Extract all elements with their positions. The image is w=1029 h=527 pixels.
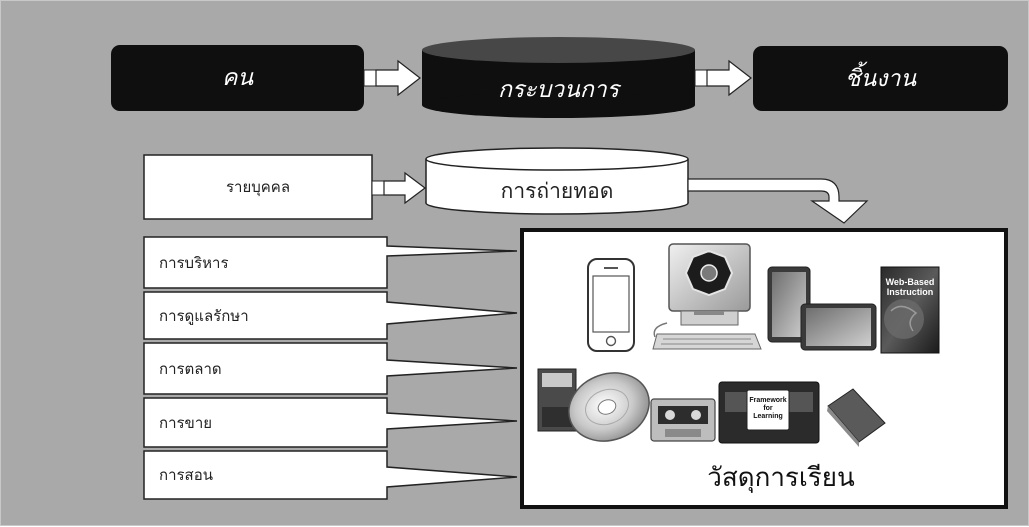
tablet-icon xyxy=(767,266,877,351)
audio-cassette-icon xyxy=(650,398,716,442)
category-label-management: การบริหาร xyxy=(159,253,229,272)
category-arrow-marketing xyxy=(143,342,518,395)
people-label: คน xyxy=(221,65,254,91)
product-box xyxy=(753,46,1008,111)
floppy-disk-icon xyxy=(537,368,577,432)
smartphone-icon xyxy=(587,258,635,352)
people-box xyxy=(111,45,364,111)
transfer-cylinder xyxy=(425,147,689,215)
process-label: กระบวนการ xyxy=(497,77,620,103)
category-arrow-management xyxy=(143,236,518,289)
individual-label: รายบุคคล xyxy=(225,178,291,196)
category-label-maintenance: การดูแลรักษา xyxy=(159,306,249,325)
arrow-individual-to-transfer xyxy=(371,171,426,205)
category-label-teaching: การสอน xyxy=(159,466,213,484)
category-label-sales: การขาย xyxy=(159,413,213,432)
category-label-marketing: การตลาด xyxy=(159,359,222,378)
category-arrow-maintenance xyxy=(143,291,518,340)
desktop-computer-icon xyxy=(652,243,762,350)
materials-caption: วัสดุการเรียน xyxy=(707,462,855,493)
transfer-label: การถ่ายทอด xyxy=(500,178,614,203)
arrow-people-to-process xyxy=(363,59,421,97)
arrow-process-to-product xyxy=(694,59,752,97)
process-cylinder xyxy=(422,37,695,118)
arrow-transfer-to-materials xyxy=(687,178,869,224)
category-arrow-teaching xyxy=(143,450,518,500)
notebook-icon xyxy=(827,388,886,447)
product-label: ชิ้นงาน xyxy=(844,65,917,92)
compact-disc-icon xyxy=(568,372,650,442)
category-arrow-sales xyxy=(143,397,518,448)
